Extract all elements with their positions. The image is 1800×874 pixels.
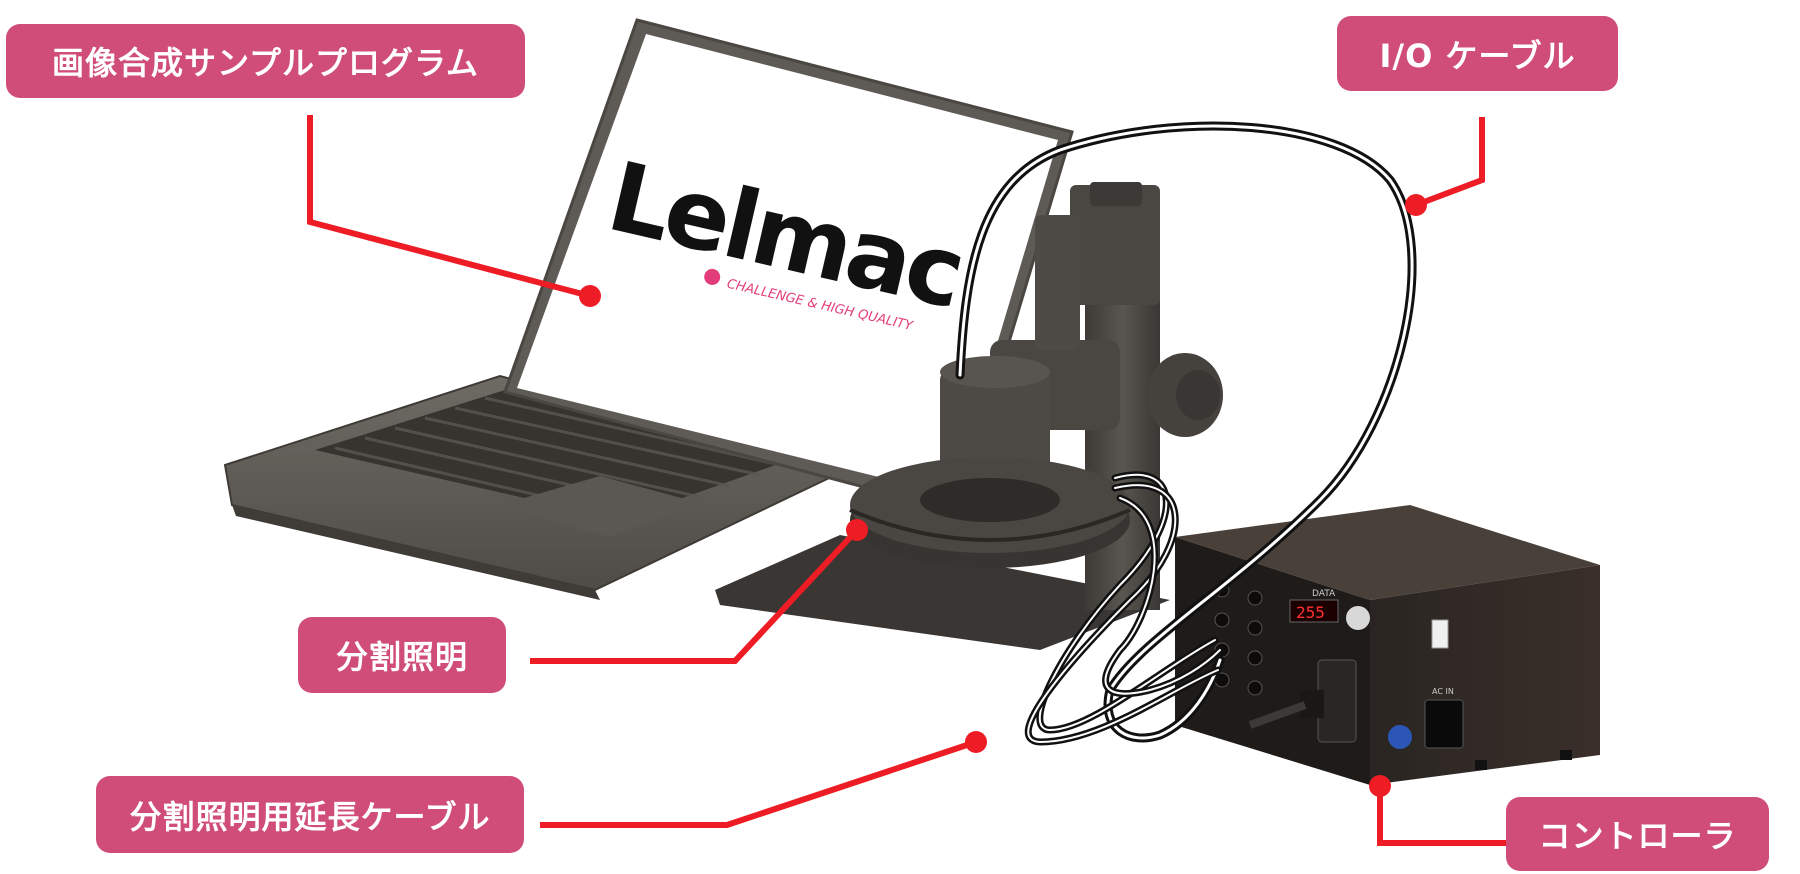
data-display-value: 255 [1296,603,1325,622]
label-split-light: 分割照明 [298,617,506,693]
dot-controller [1369,775,1391,797]
power-switch [1431,619,1449,649]
ac-in-label: AC IN [1432,687,1454,696]
data-label: DATA [1312,589,1336,599]
label-sample-program: 画像合成サンプルプログラム [6,24,525,98]
label-io-cable: I/O ケーブル [1337,16,1618,91]
extension-cables [1024,471,1224,746]
dot-split-light [846,519,868,541]
data-display [1289,599,1339,623]
dial-knob [1346,606,1370,630]
leader-io [1414,117,1485,208]
label-controller: コントローラ [1506,797,1769,871]
dot-extension [965,731,987,753]
label-extension-cable: 分割照明用延長ケーブル [96,776,524,853]
split-ring-light [849,457,1131,568]
laptop-screen [517,34,1058,495]
brand-dot-icon [704,268,721,285]
touchpad [500,476,700,537]
controller-box: DATA 255 AC IN [1175,505,1600,785]
leader-software [307,115,591,299]
keyboard [315,390,790,520]
leader-controller [1377,786,1506,846]
ac-inlet [1424,699,1464,749]
dot-software [579,285,601,307]
leader-extension [540,739,977,828]
badge-icon [1388,725,1412,749]
laptop: Lelmac CHALLENGE & HIGH QUALITY [223,18,1074,600]
dot-io [1405,194,1427,216]
leader-lines [307,115,1506,846]
leader-split-light [530,527,860,664]
io-cable [955,121,1417,743]
leader-dots [579,194,1427,797]
